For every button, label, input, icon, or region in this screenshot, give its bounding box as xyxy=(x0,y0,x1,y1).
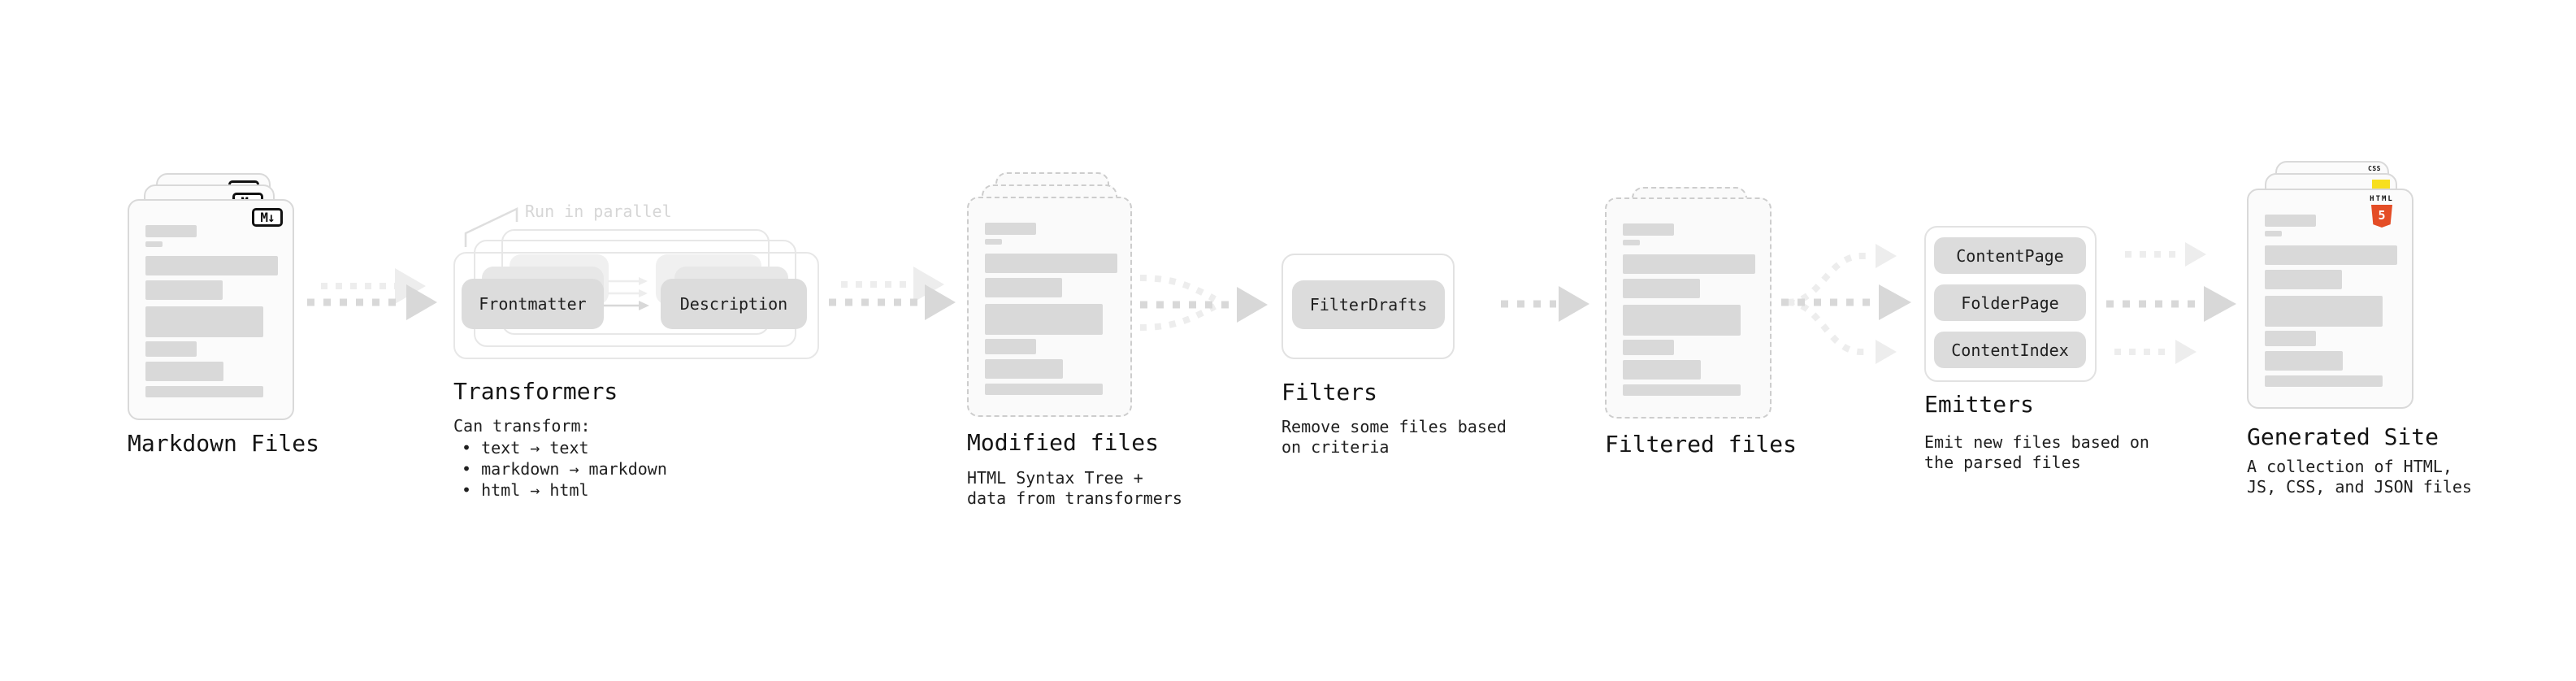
folderpage-node: FolderPage xyxy=(1934,284,2086,321)
placeholder-text-bar xyxy=(2265,351,2343,371)
transformer-layer-front xyxy=(453,252,819,359)
placeholder-text-bar xyxy=(985,223,1036,235)
transformers-description: Can transform: xyxy=(453,416,591,436)
placeholder-text-bar xyxy=(1623,360,1701,380)
placeholder-text-bar xyxy=(2265,245,2397,265)
placeholder-text-bar xyxy=(1623,384,1741,396)
capability-item: • markdown → markdown xyxy=(462,459,667,479)
generated-site-description: A collection of HTML, JS, CSS, and JSON … xyxy=(2247,457,2472,497)
placeholder-text-bar xyxy=(985,304,1103,335)
placeholder-text-bar xyxy=(2265,231,2282,236)
filtered-file-card xyxy=(1605,197,1772,419)
placeholder-text-bar xyxy=(985,384,1103,395)
contentpage-node: ContentPage xyxy=(1934,237,2086,274)
markdown-icon: M↓ xyxy=(252,208,283,227)
placeholder-text-bar xyxy=(145,341,197,357)
placeholder-text-bar xyxy=(145,386,263,397)
frontmatter-node: Frontmatter xyxy=(462,279,604,329)
filterdrafts-node: FilterDrafts xyxy=(1292,280,1445,329)
placeholder-text-bar xyxy=(1623,254,1755,274)
placeholder-text-bar xyxy=(145,256,278,275)
arrow-filters-to-filtered xyxy=(1501,286,1589,322)
arrow-modified-to-filters xyxy=(1139,275,1268,331)
placeholder-text-bar xyxy=(2265,296,2383,327)
placeholder-text-bar xyxy=(145,280,223,300)
placeholder-text-bar xyxy=(1623,305,1741,336)
arrow-emitters-to-site xyxy=(2106,242,2236,364)
placeholder-text-bar xyxy=(985,239,1002,245)
html5-icon: HTML 5 xyxy=(2361,195,2403,228)
description-node: Description xyxy=(661,279,807,329)
modified-files-description: HTML Syntax Tree + data from transformer… xyxy=(967,468,1182,508)
placeholder-text-bar xyxy=(985,339,1036,354)
javascript-icon xyxy=(2372,180,2390,189)
site-file-card: HTML 5 xyxy=(2247,189,2413,409)
filtered-files-title: Filtered files xyxy=(1605,431,1798,458)
generated-site-title: Generated Site xyxy=(2247,423,2439,450)
arrow-transformers-to-modified xyxy=(829,267,956,320)
transformers-capabilities-list: • text → text • markdown → markdown • ht… xyxy=(462,437,667,501)
markdown-file-card: M↓ xyxy=(128,199,294,420)
placeholder-text-bar xyxy=(1623,223,1674,236)
placeholder-text-bar xyxy=(2265,331,2316,346)
filters-title: Filters xyxy=(1281,379,1378,406)
placeholder-text-bar xyxy=(1623,279,1700,298)
markdown-files-title: Markdown Files xyxy=(128,430,320,457)
contentindex-node: ContentIndex xyxy=(1934,332,2086,368)
run-in-parallel-label: Run in parallel xyxy=(525,202,672,221)
arrow-markdown-to-transformers xyxy=(307,268,437,320)
placeholder-text-bar xyxy=(985,254,1117,273)
placeholder-text-bar xyxy=(985,278,1062,297)
arrow-filtered-to-emitters xyxy=(1781,244,1911,364)
filters-description: Remove some files based on criteria xyxy=(1281,417,1507,457)
placeholder-text-bar xyxy=(1623,240,1640,245)
placeholder-text-bar xyxy=(145,225,197,237)
transformers-title: Transformers xyxy=(453,378,618,405)
capability-item: • html → html xyxy=(462,480,589,500)
placeholder-text-bar xyxy=(985,359,1063,379)
placeholder-text-bar xyxy=(2265,215,2316,227)
placeholder-text-bar xyxy=(145,362,223,381)
emitters-title: Emitters xyxy=(1924,391,2034,418)
placeholder-text-bar xyxy=(2265,270,2342,289)
capability-item: • text → text xyxy=(462,438,589,458)
modified-file-card xyxy=(967,197,1132,417)
placeholder-text-bar xyxy=(145,306,263,337)
placeholder-text-bar xyxy=(1623,340,1674,355)
emitters-description: Emit new files based on the parsed files xyxy=(1924,432,2149,472)
placeholder-text-bar xyxy=(2265,375,2383,387)
modified-files-title: Modified files xyxy=(967,429,1160,456)
placeholder-text-bar xyxy=(145,241,163,247)
